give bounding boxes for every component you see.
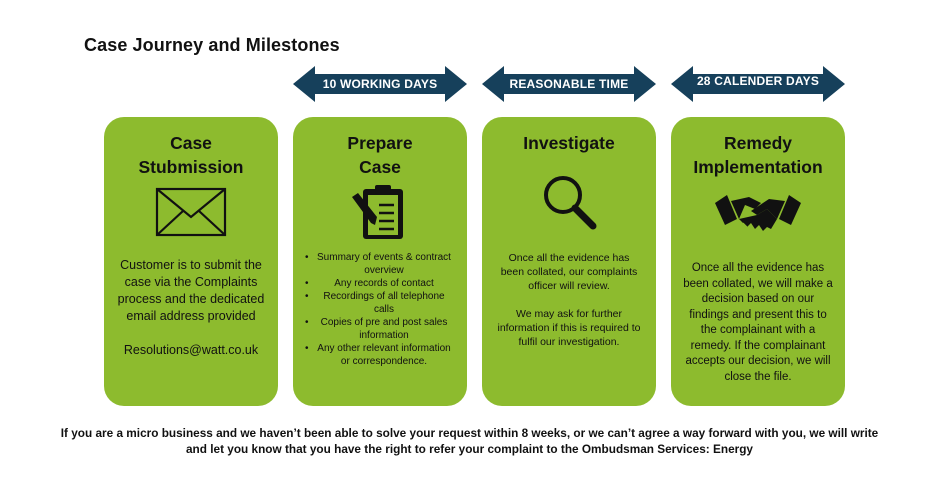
card-body: Once all the evidence has been collated,… — [683, 261, 833, 385]
card-remedy-implementation: Remedy Implementation Once all the evide… — [671, 117, 845, 406]
card-body-text: Once all the evidence has been collated,… — [500, 252, 638, 292]
card-body-text: We may ask for further information if th… — [497, 308, 641, 348]
double-arrow-shape — [671, 66, 845, 102]
contact-email: Resolutions@watt.co.uk — [123, 343, 259, 357]
card-title-line: Remedy — [723, 133, 793, 153]
arrow-label: 28 CALENDER DAYS — [696, 74, 820, 88]
arrow-28-calender-days: 28 CALENDER DAYS — [671, 66, 845, 102]
card-body: Once all the evidence has been collated,… — [496, 251, 642, 349]
double-arrow-shape — [482, 66, 656, 102]
card-title-line: Stubmission — [138, 157, 244, 177]
card-investigate: Investigate Once all the evidence has be… — [482, 117, 656, 406]
page-title: Case Journey and Milestones — [84, 35, 340, 55]
arrow-label: REASONABLE TIME — [509, 77, 629, 91]
handshake-icon — [715, 189, 801, 244]
card-title-line: Case — [359, 157, 401, 177]
card-title-line: Implementation — [693, 157, 823, 177]
list-item: Any other relevant information or corres… — [305, 342, 453, 368]
list-item: Copies of pre and post sales information — [305, 316, 453, 342]
ombudsman-notice: If you are a micro business and we haven… — [60, 426, 879, 456]
arrow-10-working-days: 10 WORKING DAYS — [293, 66, 467, 102]
double-arrow-shape — [293, 66, 467, 102]
magnifier-icon — [536, 169, 602, 240]
arrow-reasonable-time: REASONABLE TIME — [482, 66, 656, 102]
list-item: Summary of events & contract overview — [305, 251, 453, 277]
card-title: Remedy Implementation — [671, 131, 845, 179]
card-title: Case Stubmission — [104, 131, 278, 179]
card-title: Investigate — [482, 131, 656, 155]
evidence-list: Summary of events & contract overview An… — [303, 251, 453, 368]
card-prepare-case: Prepare Case Summary of events & contrac… — [293, 117, 467, 406]
card-body-text: Customer is to submit the case via the C… — [117, 258, 265, 323]
card-title: Prepare Case — [293, 131, 467, 179]
list-item: Recordings of all telephone calls — [305, 290, 453, 316]
card-body: Summary of events & contract overview An… — [303, 251, 453, 368]
clipboard-icon — [349, 181, 411, 248]
card-title-line: Investigate — [523, 133, 615, 153]
card-case-submission: Case Stubmission Customer is to submit t… — [104, 117, 278, 406]
card-body: Customer is to submit the case via the C… — [112, 257, 270, 359]
envelope-icon — [155, 187, 227, 242]
card-title-line: Case — [170, 133, 212, 153]
arrow-label: 10 WORKING DAYS — [322, 77, 438, 91]
card-body-text: Once all the evidence has been collated,… — [683, 262, 833, 383]
card-title-line: Prepare — [347, 133, 413, 153]
list-item: Any records of contact — [305, 277, 453, 290]
